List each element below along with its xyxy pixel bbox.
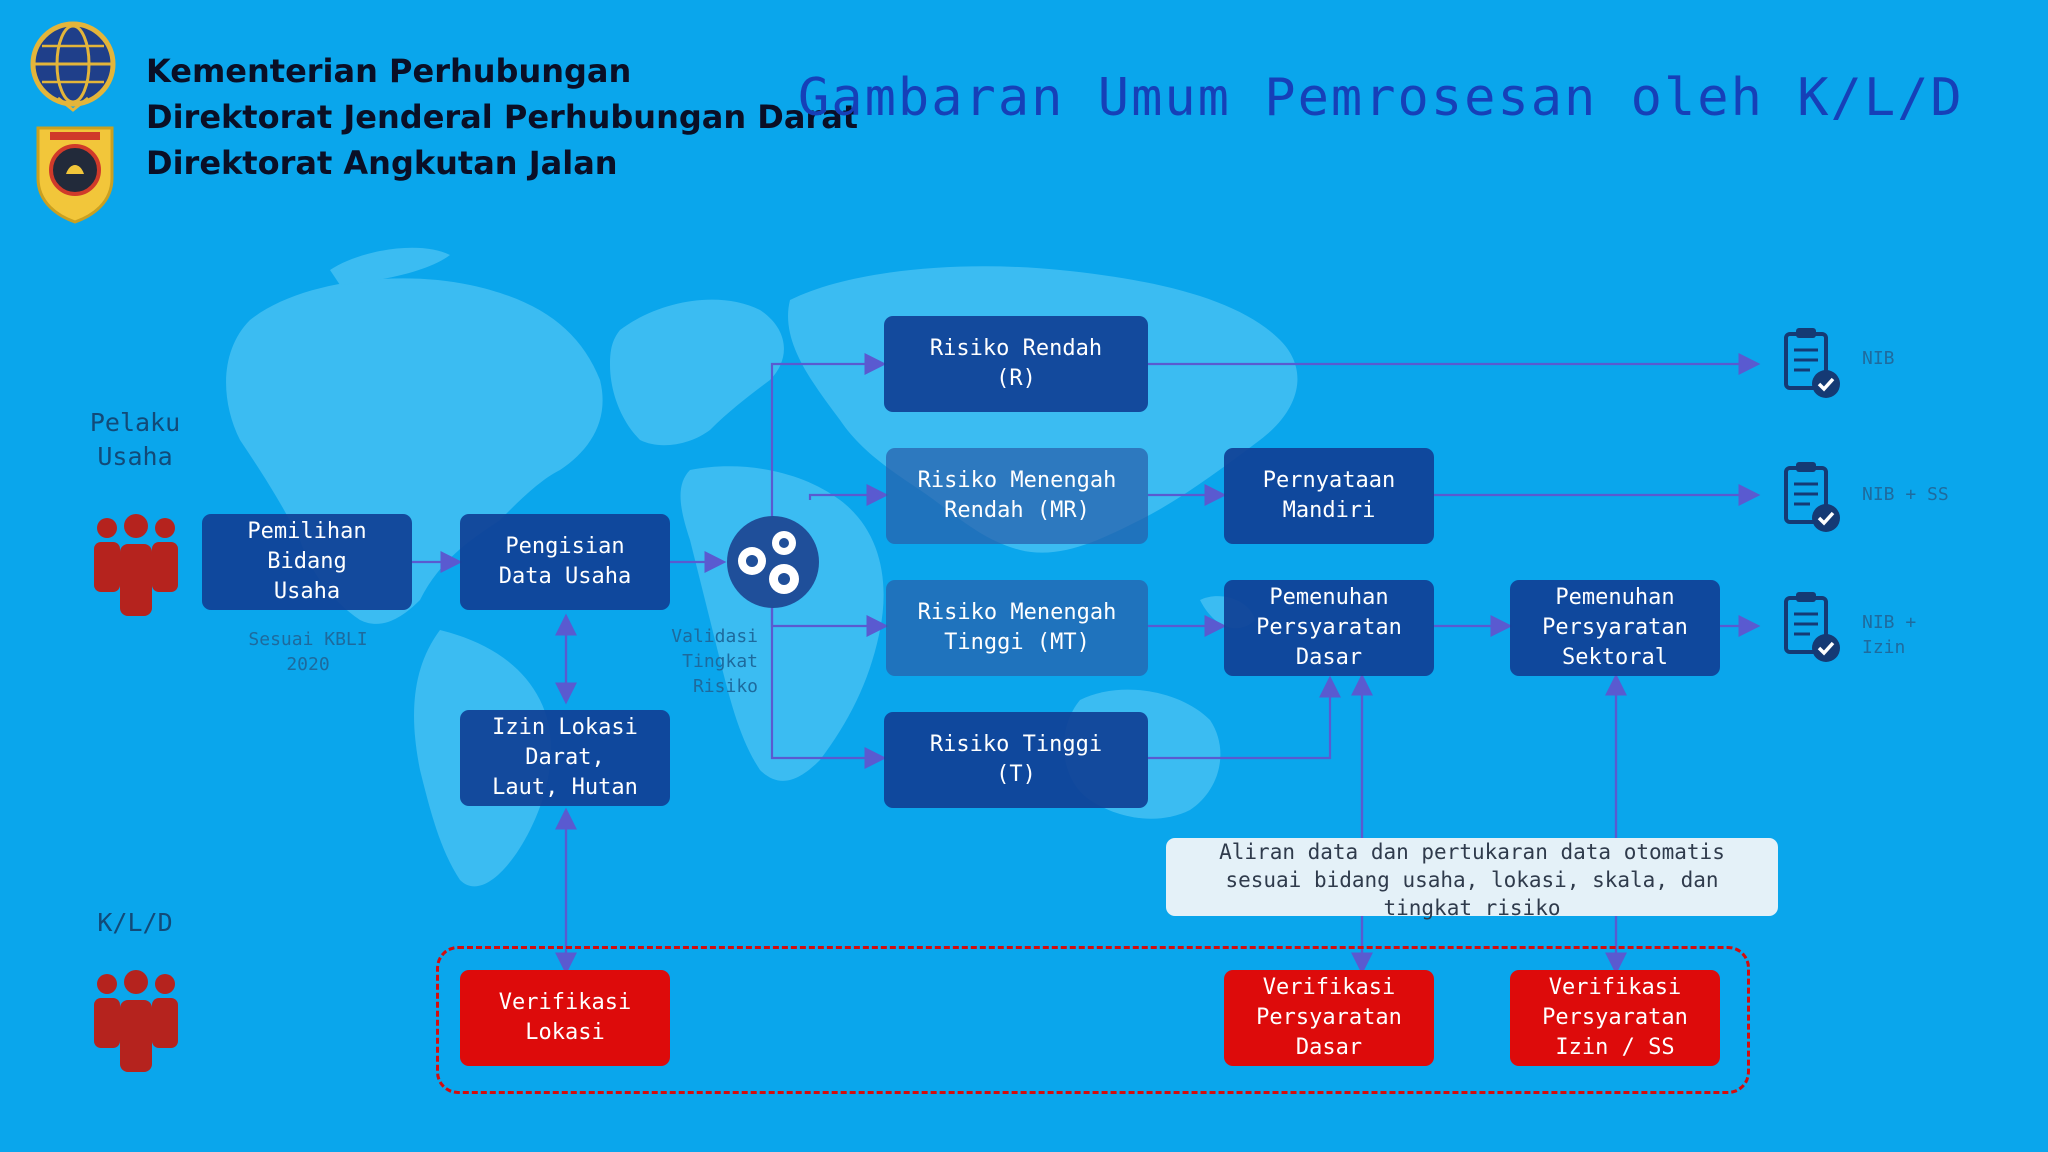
box-pemilihan-bidang-usaha: Pemilihan Bidang Usaha (202, 514, 412, 610)
document-check-icon (1784, 462, 1840, 532)
globe-emblem-icon (30, 21, 116, 112)
box-risiko-tinggi: Risiko Tinggi (T) (884, 712, 1148, 808)
org-directorate: Direktorat Angkutan Jalan (146, 144, 618, 182)
label-sesuai-kbli: Sesuai KBLI 2020 (248, 629, 368, 675)
actor-kld-label: K/L/D (97, 908, 173, 937)
people-group-icon (94, 970, 178, 1072)
box-verifikasi-persyaratan-dasar: Verifikasi Persyaratan Dasar (1224, 970, 1434, 1066)
people-group-icon (94, 514, 178, 616)
box-pemenuhan-persyaratan-sektoral: Pemenuhan Persyaratan Sektoral (1510, 580, 1720, 676)
document-check-icon (1784, 592, 1840, 662)
box-verifikasi-lokasi: Verifikasi Lokasi (460, 970, 670, 1066)
actor-pelaku-usaha-label: Pelaku Usaha (89, 408, 181, 471)
document-check-icon (1784, 328, 1840, 398)
box-risiko-menengah-rendah: Risiko Menengah Rendah (MR) (886, 448, 1148, 544)
box-risiko-menengah-tinggi: Risiko Menengah Tinggi (MT) (886, 580, 1148, 676)
label-validasi-tingkat-risiko: Validasi Tingkat Risiko (671, 626, 758, 697)
gears-icon (727, 516, 819, 608)
box-pernyataan-mandiri: Pernyataan Mandiri (1224, 448, 1434, 544)
org-directorate-general: Direktorat Jenderal Perhubungan Darat (146, 98, 859, 136)
box-risiko-rendah: Risiko Rendah (R) (884, 316, 1148, 412)
kld-verification-group (436, 946, 1750, 1094)
data-exchange-note: Aliran data dan pertukaran data otomatis… (1166, 838, 1778, 920)
org-ministry: Kementerian Perhubungan (146, 52, 632, 90)
box-verifikasi-persyaratan-izin-ss: Verifikasi Persyaratan Izin / SS (1510, 970, 1720, 1066)
box-pengisian-data-usaha: Pengisian Data Usaha (460, 514, 670, 610)
box-izin-lokasi: Izin Lokasi Darat, Laut, Hutan (460, 710, 670, 806)
output-nib-izin: NIB + Izin (1862, 612, 1917, 658)
shield-emblem-icon (36, 126, 114, 224)
organization-name: Kementerian Perhubungan Direktorat Jende… (146, 48, 858, 186)
output-nib: NIB (1862, 348, 1895, 369)
page-title: Gambaran Umum Pemrosesan oleh K/L/D (798, 68, 1964, 128)
box-pemenuhan-persyaratan-dasar: Pemenuhan Persyaratan Dasar (1224, 580, 1434, 676)
output-nib-ss: NIB + SS (1862, 484, 1949, 505)
